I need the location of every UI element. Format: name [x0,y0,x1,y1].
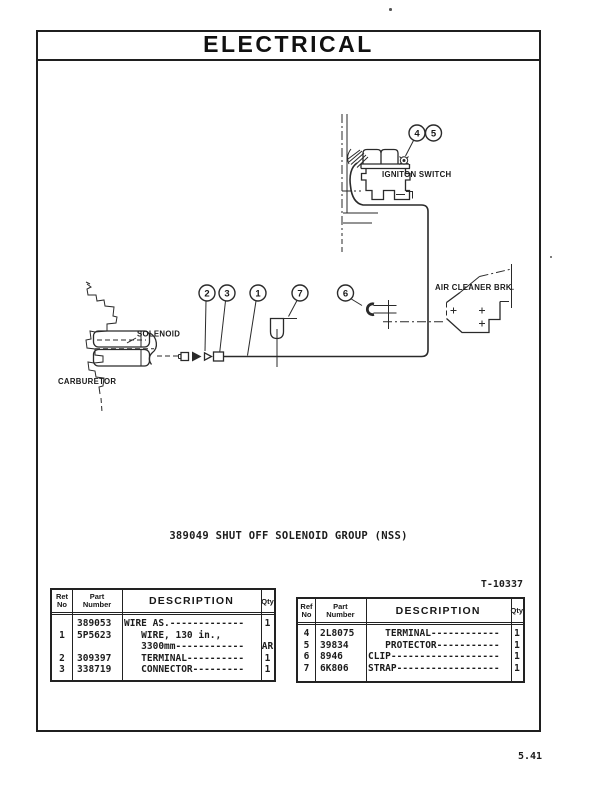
wiring-diagram: IGNITON SWITCH 4 5 CARBURETOR [58,114,514,413]
section-header: ELECTRICAL [36,30,541,61]
main-wire [224,162,429,358]
page-number: 5.41 [517,751,543,762]
svg-text:5: 5 [431,129,437,140]
scan-speck [550,256,552,258]
clip [366,300,446,329]
carburetor-outline: CARBURETOR [58,281,118,413]
callout-4: 4 [405,124,426,157]
svg-text:6: 6 [343,289,348,300]
wire-connectors [157,351,225,362]
figure-reference: T-10337 [480,579,523,590]
protector [269,317,297,367]
panel-lines [341,114,378,252]
air-cleaner-label: AIR CLEANER BRK. [435,283,514,292]
solenoid-label: SOLENOID [137,330,180,339]
svg-text:2: 2 [204,289,209,300]
callout-6: 6 [336,284,363,306]
callout-7: 7 [288,284,309,317]
terminal-bolt-icon [399,156,409,165]
callout-5: 5 [424,124,443,142]
air-cleaner-bracket: AIR CLEANER BRK. [435,264,514,334]
page-border [36,30,541,732]
svg-text:4: 4 [414,129,420,140]
callout-3: 3 [218,284,236,352]
scan-speck [389,8,392,11]
plus-marks [450,307,485,327]
carburetor-label: CARBURETOR [58,377,116,386]
figure-caption: 389049 SHUT OFF SOLENOID GROUP (NSS) [169,530,408,542]
shutoff-solenoid: SOLENOID [92,330,180,367]
ignition-switch: IGNITON SWITCH [347,148,452,201]
svg-text:7: 7 [297,289,302,300]
arrow-connector-icon [192,351,202,362]
svg-text:3: 3 [224,289,229,300]
callout-2: 2 [198,284,216,352]
page-title: ELECTRICAL [203,31,374,57]
ignition-switch-label: IGNITON SWITCH [382,170,452,179]
table-row: 3300mm------------AR [124,641,274,653]
svg-text:1: 1 [255,289,261,300]
wire-bundle-hatch [347,149,369,168]
callout-1: 1 [247,284,267,356]
